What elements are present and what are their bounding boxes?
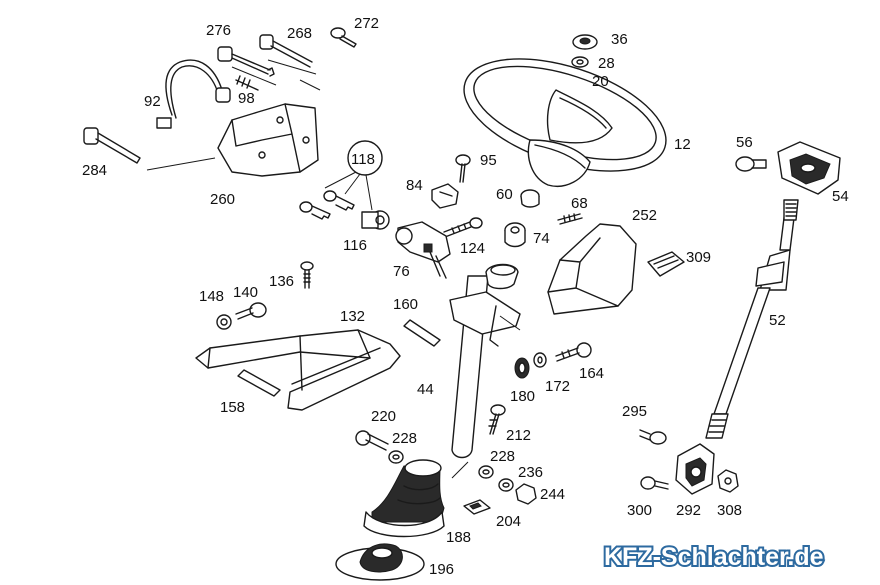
washer-172 [533,352,547,368]
switch-76 [395,221,451,279]
strip-158 [237,369,281,397]
bracket-54 [777,141,841,195]
bolt-220 [355,430,389,451]
bracket-260 [217,103,319,177]
clip-204 [463,499,491,515]
cap-60 [520,189,540,208]
lock-cylinder-118 [299,140,390,230]
bracket-132 [195,329,401,411]
clip-84 [431,183,459,209]
part-label-236: 236 [518,464,543,481]
screw-272 [330,27,357,48]
part-label-196: 196 [429,561,454,578]
bolt-276 [217,46,275,77]
part-label-295: 295 [622,403,647,420]
part-label-12: 12 [674,136,691,153]
column-tube-44 [449,263,521,479]
bushing-74 [504,222,526,248]
part-label-292: 292 [676,502,701,519]
part-label-284: 284 [82,162,107,179]
screw-95 [455,154,471,183]
steering-wheel-12 [463,58,667,187]
part-label-220: 220 [371,408,396,425]
part-label-309: 309 [686,249,711,266]
part-label-272: 272 [354,15,379,32]
bolt-295 [639,429,667,445]
part-label-188: 188 [446,529,471,546]
screw-68 [557,213,583,225]
bolt-124 [443,217,483,238]
part-label-20: 20 [592,73,609,90]
part-label-98: 98 [238,90,255,107]
emblem-36 [572,34,598,50]
part-label-160: 160 [393,296,418,313]
part-label-56: 56 [736,134,753,151]
part-label-228b: 228 [490,448,515,465]
part-label-52: 52 [769,312,786,329]
part-label-148: 148 [199,288,224,305]
part-label-268: 268 [287,25,312,42]
part-label-276: 276 [206,22,231,39]
boot-188 [363,459,445,538]
gear-180 [514,357,530,379]
key-b [323,190,355,211]
bolt-140 [235,302,267,320]
part-label-158: 158 [220,399,245,416]
part-label-95: 95 [480,152,497,169]
bolt-268 [259,34,313,68]
nut-244 [515,483,537,505]
watermark-logo: KFZ-Schlachter.de [604,543,824,571]
cover-252 [547,223,637,315]
part-label-132: 132 [340,308,365,325]
washer-228b [478,465,494,479]
part-label-244: 244 [540,486,565,503]
key-a [299,201,331,220]
nut-308 [717,469,739,493]
cable-92 [156,59,231,129]
bolt-164 [555,342,592,362]
part-label-84: 84 [406,177,423,194]
cylinder-116 [361,210,390,230]
part-label-118: 118 [351,151,375,168]
screw-212 [488,404,506,435]
part-label-204: 204 [496,513,521,530]
part-label-116: 116 [343,237,367,254]
bolt-300 [640,476,669,490]
steering-shaft-52 [705,199,799,439]
part-label-36: 36 [611,31,628,48]
part-label-124: 124 [460,240,485,257]
washer-236 [498,478,514,492]
washer-148 [216,314,232,330]
part-label-164: 164 [579,365,604,382]
strip-160 [403,319,441,347]
part-label-308: 308 [717,502,742,519]
part-label-140: 140 [233,284,258,301]
pad-309 [647,251,685,277]
screw-98 [235,75,259,91]
part-label-28: 28 [598,55,615,72]
part-label-60: 60 [496,186,513,203]
washer-228a [388,450,404,464]
part-label-76: 76 [393,263,410,280]
part-label-228a: 228 [392,430,417,447]
part-label-68: 68 [571,195,588,212]
part-label-54: 54 [832,188,849,205]
part-label-260: 260 [210,191,235,208]
part-label-172: 172 [545,378,570,395]
nut-28 [571,56,589,68]
bolt-56 [735,156,767,172]
part-label-180: 180 [510,388,535,405]
screw-136 [300,261,314,289]
cover-196 [335,543,425,581]
part-label-212: 212 [506,427,531,444]
part-label-252: 252 [632,207,657,224]
part-label-136: 136 [269,273,294,290]
bolt-284 [83,127,216,171]
part-label-74: 74 [533,230,550,247]
part-label-44: 44 [417,381,434,398]
part-label-92: 92 [144,93,161,110]
part-label-300: 300 [627,502,652,519]
joint-292 [675,443,715,495]
